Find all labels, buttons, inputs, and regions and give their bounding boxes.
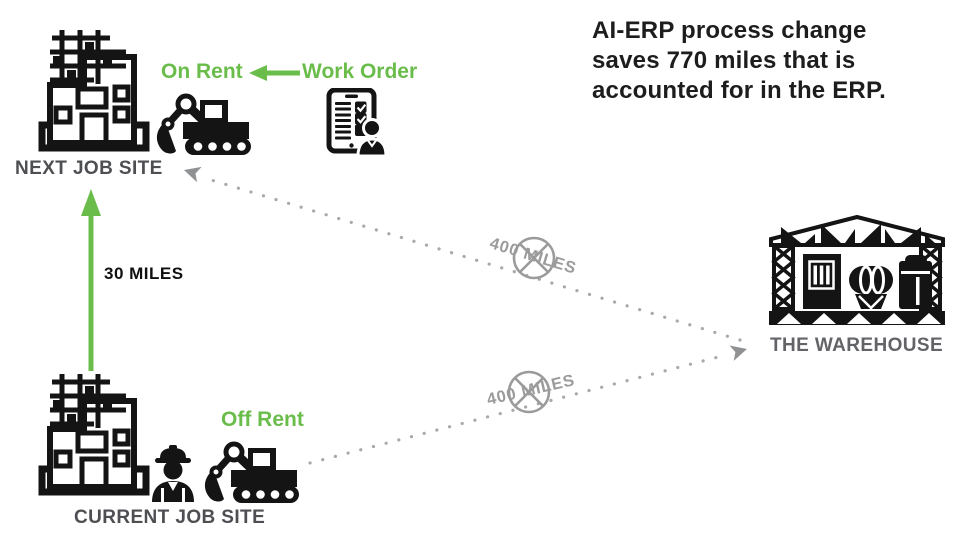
current-site-label: CURRENT JOB SITE — [74, 507, 266, 528]
route-direct-arrowhead-icon — [81, 189, 101, 216]
excavator-icon — [203, 441, 301, 503]
excavator-icon — [155, 93, 253, 155]
work-order-label: Work Order — [302, 60, 418, 83]
left-arrow-icon — [246, 63, 302, 83]
direct-route-distance-label: 30 MILES — [104, 264, 184, 283]
construction-building-icon — [38, 371, 150, 497]
construction-building-icon — [38, 27, 150, 153]
route-warehouse-to-next-line — [206, 177, 742, 342]
route-current-to-warehouse-arrowhead-icon — [729, 345, 747, 361]
headline-line-3: accounted for in the ERP. — [592, 77, 886, 104]
warehouse-to-next-distance-label: 400 MILES — [487, 234, 579, 278]
route-warehouse-to-next-arrowhead-icon — [184, 166, 202, 183]
off-rent-label: Off Rent — [221, 408, 304, 431]
work-order-tablet-icon — [325, 88, 389, 156]
headline-line-2: saves 770 miles that is — [592, 47, 856, 74]
warehouse-label: THE WAREHOUSE — [770, 335, 944, 356]
on-rent-label: On Rent — [161, 60, 243, 83]
next-site-label: NEXT JOB SITE — [15, 158, 163, 179]
headline: AI-ERP process change saves 770 miles th… — [592, 16, 937, 106]
current-to-warehouse-distance-label: 400 MILES — [485, 371, 577, 409]
route-current-to-warehouse-line — [308, 353, 728, 465]
warehouse-icon — [767, 213, 947, 326]
construction-worker-icon — [149, 444, 197, 502]
headline-line-1: AI-ERP process change — [592, 17, 867, 44]
